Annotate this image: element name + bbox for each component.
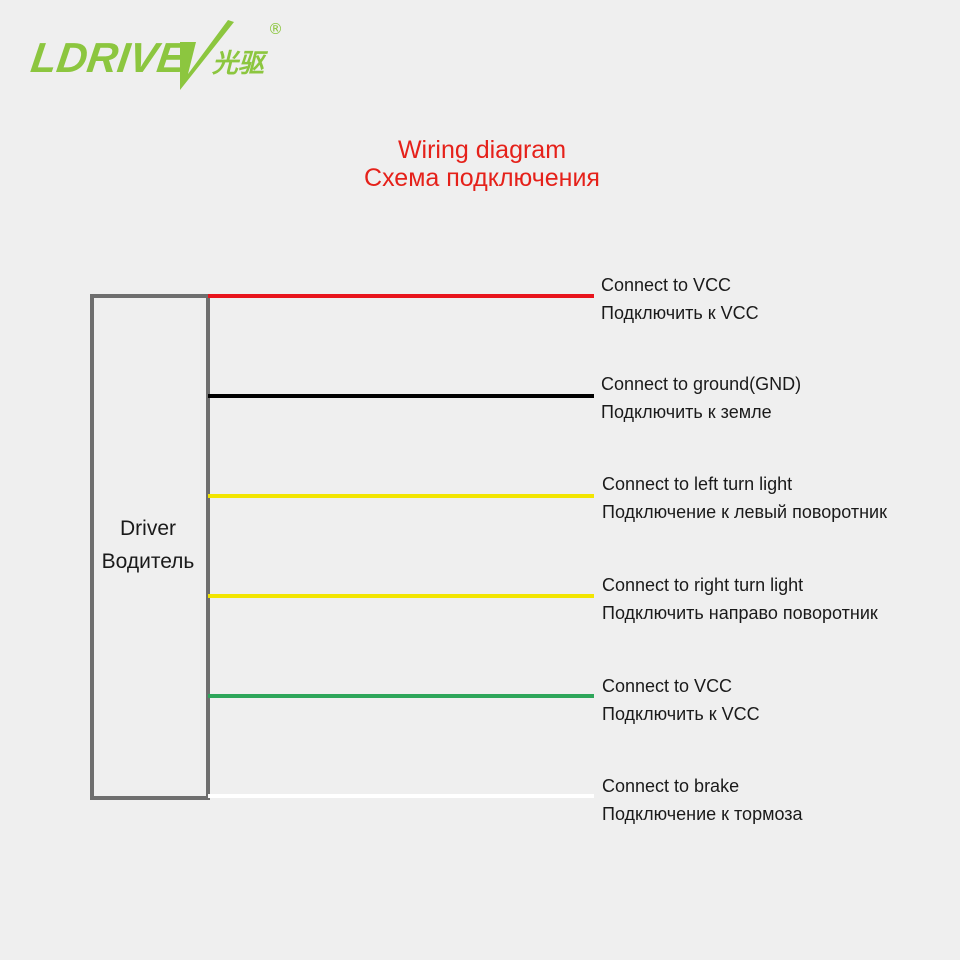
wire-label-en: Connect to ground(GND) — [601, 374, 802, 394]
brand-logo-graphic: LDRIVE 光驱 ® — [30, 20, 283, 90]
wire-label-ru: Подключить направо поворотник — [602, 603, 878, 623]
brand-logo-cn-text: 光驱 — [211, 49, 269, 79]
wire-label-ru: Подключить к VCC — [602, 704, 760, 724]
brand-logo: LDRIVE 光驱 ® — [30, 12, 300, 92]
wire-left-turn — [208, 494, 594, 498]
wire-label-vcc-2: Connect to VCC Подключить к VCC — [602, 672, 760, 728]
driver-box — [90, 294, 210, 800]
wire-label-ru: Подключить к VCC — [601, 303, 759, 323]
wire-label-en: Connect to VCC — [601, 275, 732, 295]
brand-logo-swoosh — [180, 20, 234, 90]
wire-label-en: Connect to brake — [602, 776, 740, 796]
wire-label-left-turn: Connect to left turn light Подключение к… — [602, 470, 887, 526]
wire-vcc-1 — [208, 294, 594, 298]
wire-right-turn — [208, 594, 594, 598]
wire-label-ru: Подключить к земле — [601, 402, 772, 422]
wire-label-right-turn: Connect to right turn light Подключить н… — [602, 571, 878, 627]
wire-label-en: Connect to VCC — [602, 676, 733, 696]
diagram-title-ru: Схема подключения — [364, 164, 600, 192]
diagram-title-en: Wiring diagram — [397, 136, 567, 164]
wire-label-en: Connect to left turn light — [602, 474, 793, 494]
driver-label-en: Driver — [120, 517, 176, 540]
wire-label-ground: Connect to ground(GND) Подключить к земл… — [601, 370, 801, 426]
wire-ground — [208, 394, 594, 398]
brand-logo-text: LDRIVE — [30, 34, 191, 81]
registered-mark: ® — [268, 20, 283, 38]
wire-label-brake: Connect to brake Подключение к тормоза — [602, 772, 803, 828]
wire-vcc-2 — [208, 694, 594, 698]
wire-label-ru: Подключение к тормоза — [602, 804, 803, 824]
wire-label-ru: Подключение к левый поворотник — [602, 502, 887, 522]
diagram-title: Wiring diagram Схема подключения — [0, 136, 960, 192]
wire-brake — [208, 794, 594, 798]
wire-label-vcc-1: Connect to VCC Подключить к VCC — [601, 271, 759, 327]
driver-label-ru: Водитель — [101, 550, 195, 573]
wire-label-en: Connect to right turn light — [602, 575, 804, 595]
driver-label: Driver Водитель — [90, 512, 206, 578]
